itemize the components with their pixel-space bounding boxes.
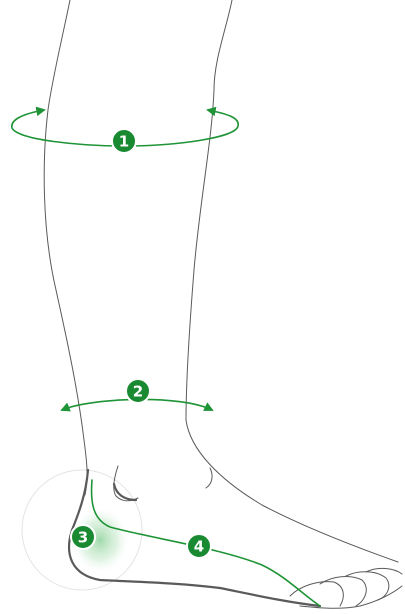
svg-text:3: 3 [78,529,88,547]
marker-badge-1: 1 [111,128,137,154]
foot-outline [67,465,403,609]
svg-text:2: 2 [133,383,143,401]
leg-circumference-measure [11,106,239,147]
marker-badge-3: 3 [70,524,96,550]
svg-text:4: 4 [194,538,204,556]
svg-text:1: 1 [119,133,129,151]
heel-highlight [70,506,130,574]
leg-outline [43,0,399,563]
marker-badge-4: 4 [186,533,212,559]
marker-badge-2: 2 [125,378,151,404]
